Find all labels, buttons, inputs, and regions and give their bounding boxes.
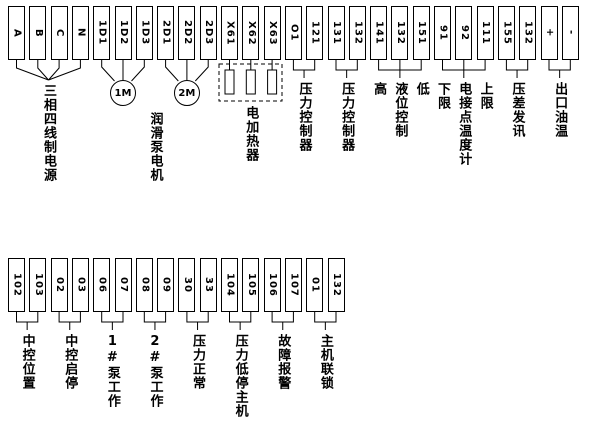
label-low-pressure-stop-main: 压力低停主机 (232, 334, 248, 418)
heater-element (245, 69, 256, 95)
terminal: 03 (71, 258, 89, 312)
label-fault-alarm: 故障报警 (275, 334, 291, 390)
label-level-low: 低 (413, 82, 429, 96)
bracket-central-startstop (58, 312, 81, 330)
heater-element (224, 69, 235, 95)
terminal: 2D1 (157, 6, 175, 60)
terminal: N (71, 6, 89, 60)
label-three-phase-power: 三相四线制电源 (41, 84, 56, 182)
terminal: C (50, 6, 68, 60)
terminal: 01 (306, 258, 324, 312)
terminal: 33 (199, 258, 217, 312)
terminal: 141 (370, 6, 388, 60)
power-fan-lines (16, 60, 81, 81)
label-level-control: 液位控制 (392, 82, 408, 138)
terminal: 107 (284, 258, 302, 312)
terminal: O1 (284, 6, 302, 60)
terminal: 102 (8, 258, 25, 312)
terminal: 132 (519, 6, 537, 60)
motor-1m: 1M (110, 80, 136, 106)
terminal: B (29, 6, 47, 60)
terminal: 106 (263, 258, 281, 312)
label-electric-heater: 电加热器 (243, 106, 259, 162)
label-contact-thermometer: 电接点温度计 (456, 82, 472, 166)
terminal: 07 (114, 258, 132, 312)
bracket-contact-thermometer (442, 60, 486, 78)
terminal: 91 (434, 6, 451, 60)
label-central-control-startstop: 中控启停 (62, 334, 78, 390)
label-main-machine-interlock: 主机联锁 (317, 334, 333, 390)
terminal: 155 (497, 6, 515, 60)
terminal: 132 (391, 6, 409, 60)
terminal: 103 (29, 258, 47, 312)
terminal: 02 (50, 258, 68, 312)
terminal: 1D3 (135, 6, 153, 60)
label-pump2-running: 2#泵工作 (147, 334, 163, 408)
terminal: 111 (476, 6, 494, 60)
terminal: 09 (157, 258, 175, 312)
label-level-high: 高 (371, 82, 387, 96)
bracket-pressure-controller-1 (292, 60, 316, 78)
terminal: 2D3 (199, 6, 217, 60)
label-pressure-controller-1: 压力控制器 (296, 82, 312, 152)
terminal: 131 (327, 6, 345, 60)
bracket-central-position (16, 312, 39, 330)
terminal: A (8, 6, 25, 60)
bracket-pump2-running (143, 312, 167, 330)
terminal: 151 (412, 6, 430, 60)
terminal: 132 (348, 6, 366, 60)
bracket-pressure-controller-2 (335, 60, 358, 78)
label-outlet-oil-temp: 出口油温 (552, 82, 568, 138)
bracket-main-interlock (314, 312, 337, 330)
terminal: 92 (455, 6, 473, 60)
terminal: 08 (135, 258, 153, 312)
terminal: X63 (263, 6, 281, 60)
terminal: 2D2 (178, 6, 196, 60)
label-pressure-normal: 压力正常 (190, 334, 206, 390)
label-thermo-upper-limit: 上限 (477, 82, 493, 110)
label-lube-pump-motor: 润滑泵电机 (147, 112, 163, 182)
motor-feed-lines (101, 60, 209, 82)
bracket-level-control (378, 60, 422, 78)
terminal: 105 (242, 258, 260, 312)
terminal: 06 (93, 258, 111, 312)
bracket-fault-alarm (271, 312, 294, 330)
bracket-low-pressure-stop (229, 312, 252, 330)
bracket-diff-pressure (505, 60, 529, 78)
terminal: 132 (327, 258, 345, 312)
label-diff-pressure-signal: 压差发讯 (509, 82, 525, 138)
heater-element (267, 69, 278, 95)
heater-dashed-box (218, 63, 283, 102)
terminal: X61 (221, 6, 238, 60)
terminal: X62 (242, 6, 260, 60)
terminal: 30 (178, 258, 196, 312)
label-pump1-running: 1#泵工作 (104, 334, 120, 408)
terminal: 1D1 (93, 6, 111, 60)
terminal: - (561, 6, 579, 60)
terminal: 121 (306, 6, 324, 60)
bracket-outlet-temp (548, 60, 571, 78)
terminal: 104 (221, 258, 238, 312)
heater-feed-lines (229, 60, 273, 70)
label-pressure-controller-2: 压力控制器 (339, 82, 355, 152)
label-central-control-position: 中控位置 (19, 334, 35, 390)
terminal: + (540, 6, 558, 60)
bracket-pressure-normal (186, 312, 209, 330)
motor-2m: 2M (173, 80, 200, 106)
label-thermo-lower-limit: 下限 (435, 82, 450, 110)
bracket-pump1-running (101, 312, 124, 330)
terminal: 1D2 (114, 6, 132, 60)
